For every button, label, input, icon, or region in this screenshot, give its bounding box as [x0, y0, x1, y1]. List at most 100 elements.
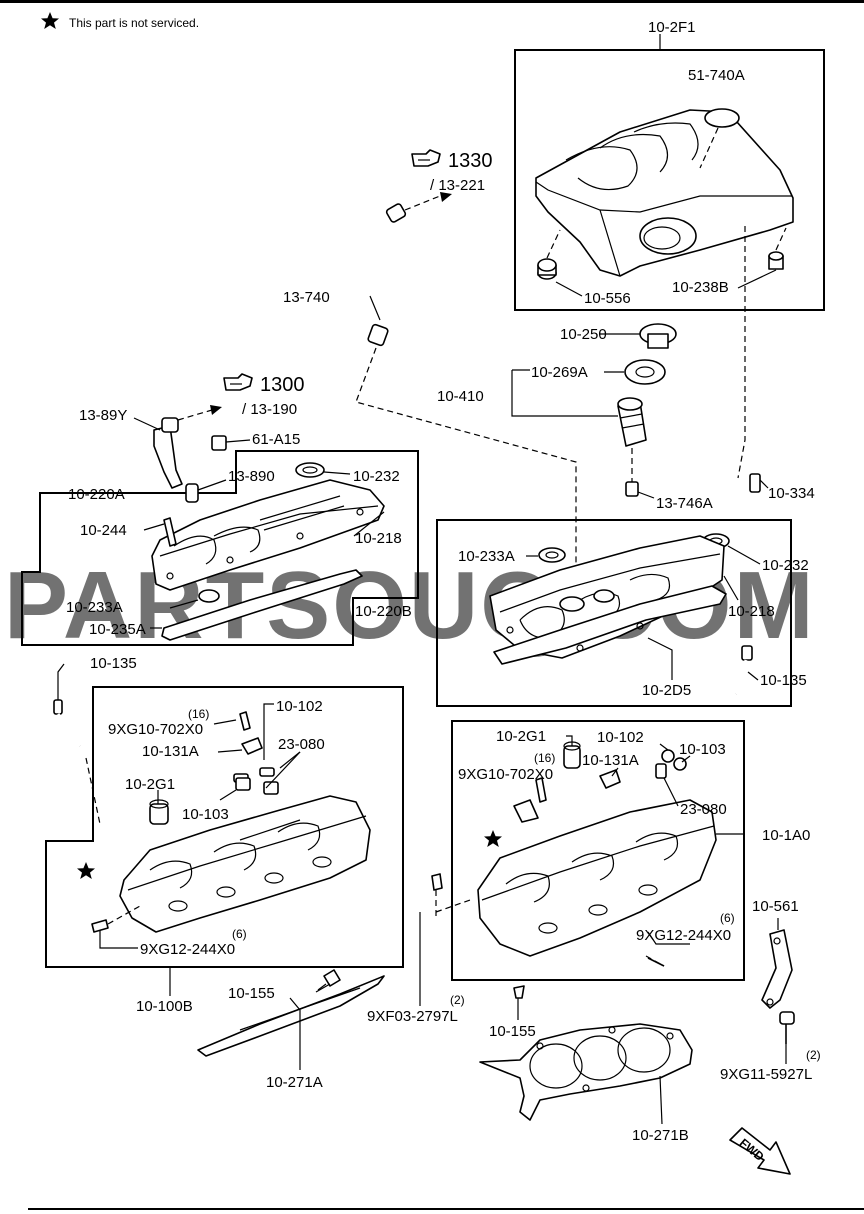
label-2-b: (2) — [806, 1048, 821, 1062]
label-10-2F1: 10-2F1 — [648, 19, 696, 36]
bolt-10-334 — [749, 473, 769, 493]
left-head-frame — [45, 686, 404, 968]
bolt-9XG11 — [779, 1011, 795, 1064]
label-10-561: 10-561 — [752, 898, 799, 915]
label-10-250: 10-250 — [560, 326, 607, 343]
label-61-A15: 61-A15 — [252, 431, 300, 448]
bolt-10-135-right — [734, 645, 759, 695]
label-6-right: (6) — [720, 911, 735, 925]
label-10-2G1-left: 10-2G1 — [125, 776, 175, 793]
hand-pointer-icon-1330 — [411, 149, 441, 167]
label-10-235A: 10-235A — [89, 621, 146, 638]
label-10-244: 10-244 — [80, 522, 127, 539]
hand-pointer-icon-1300 — [223, 373, 253, 391]
label-10-232-left: 10-232 — [353, 468, 400, 485]
gasket-10-233A-right — [526, 547, 566, 563]
bracket-10-561 — [761, 918, 793, 1009]
label-1300: 1300 — [260, 374, 305, 396]
label-10-155-left: 10-155 — [228, 985, 275, 1002]
label-10-155-right: 10-155 — [489, 1023, 536, 1040]
star-icon — [484, 830, 502, 847]
gasket-10-235A — [150, 569, 363, 641]
nut-61-A15 — [211, 435, 251, 451]
cover-badge — [704, 108, 740, 128]
right-head-frame — [451, 720, 745, 981]
label-13-890: 13-890 — [228, 468, 275, 485]
label-13-746A: 13-746A — [656, 495, 713, 512]
label-1330: 1330 — [448, 150, 493, 172]
label-10-131A-left: 10-131A — [142, 743, 199, 760]
label-10-135-left: 10-135 — [90, 655, 137, 672]
label-10-271A: 10-271A — [266, 1074, 323, 1091]
label-10-232-right: 10-232 — [762, 557, 809, 574]
label-9XF03: 9XF03-2797L — [367, 1008, 458, 1025]
label-10-218-left: 10-218 — [355, 530, 402, 547]
left-cover-frame — [21, 450, 419, 646]
label-10-220B: 10-220B — [355, 603, 412, 620]
label-10-334: 10-334 — [768, 485, 815, 502]
label-13-740: 13-740 — [283, 289, 330, 306]
engine-cover-frame — [514, 49, 825, 311]
bolt-9XF03 — [419, 873, 471, 1006]
cover-route-dash — [737, 226, 746, 479]
label-10-100B: 10-100B — [136, 998, 193, 1015]
label-9XG11: 9XG11-5927L — [720, 1066, 812, 1083]
label-23-080-right: 23-080 — [680, 801, 727, 818]
label-10-271B: 10-271B — [632, 1127, 689, 1144]
label-23-080-left: 23-080 — [278, 736, 325, 753]
gasket-10-2D5 — [493, 585, 727, 680]
plug-10-155-left — [317, 983, 327, 991]
label-13-89Y: 13-89Y — [79, 407, 127, 424]
cylinder-head-left — [119, 795, 371, 933]
label-10-238B: 10-238B — [672, 279, 729, 296]
label-13-221: / 13-221 — [430, 177, 485, 194]
star-icon — [77, 862, 95, 879]
label-16-left: (16) — [188, 707, 209, 721]
label-13-190: / 13-190 — [242, 401, 297, 418]
pcv-valve-13-890 — [185, 479, 227, 503]
fwd-arrow-icon: FWD — [729, 1127, 791, 1175]
pcv-hose — [367, 192, 465, 347]
bolt-10-135-left — [53, 663, 101, 825]
label-16-right: (16) — [534, 751, 555, 765]
head-small-parts-left — [91, 703, 301, 949]
bolt-10-244 — [143, 517, 177, 547]
label-10-556: 10-556 — [584, 290, 631, 307]
label-10-2D5: 10-2D5 — [642, 682, 691, 699]
label-10-218-right: 10-218 — [728, 603, 775, 620]
breather-13-746A — [625, 481, 655, 499]
grommet-10-238B — [768, 251, 784, 270]
label-6-left: (6) — [232, 927, 247, 941]
label-10-233A-right: 10-233A — [458, 548, 515, 565]
label-10-131A-right: 10-131A — [582, 752, 639, 769]
part-labels: 10-2F1 51-740A 10-556 10-238B 1330 / 13-… — [66, 19, 821, 1144]
pcv-valve-13-89Y — [133, 405, 222, 489]
label-2-a: (2) — [450, 993, 465, 1007]
not-serviced-legend: This part is not serviced. — [41, 12, 199, 30]
label-9XG12-right: 9XG12-244X0 — [636, 927, 731, 944]
label-9XG10-left: 9XG10-702X0 — [108, 721, 203, 738]
grommet-10-556 — [537, 258, 557, 280]
engine-cover — [535, 34, 794, 297]
label-10-1A0: 10-1A0 — [762, 827, 810, 844]
head-gasket-10-271A — [169, 968, 385, 1070]
legend-text: This part is not serviced. — [69, 16, 199, 30]
right-cover-frame — [436, 519, 792, 707]
label-10-2G1-right: 10-2G1 — [496, 728, 546, 745]
label-10-410: 10-410 — [437, 388, 484, 405]
label-9XG10-right: 9XG10-702X0 — [458, 766, 553, 783]
label-10-103-right: 10-103 — [679, 741, 726, 758]
star-icon — [41, 12, 59, 29]
gasket-10-232-left — [295, 462, 351, 478]
label-10-103-left: 10-103 — [182, 806, 229, 823]
oil-filler-assembly — [511, 323, 677, 482]
label-51-740A: 51-740A — [688, 67, 745, 84]
label-10-220A: 10-220A — [68, 486, 125, 503]
label-10-102-left: 10-102 — [276, 698, 323, 715]
hose-route-dash — [355, 347, 577, 600]
label-10-233A-left: 10-233A — [66, 599, 123, 616]
label-9XG12-left: 9XG12-244X0 — [140, 941, 235, 958]
label-10-102-right: 10-102 — [597, 729, 644, 746]
head-small-parts-right — [513, 735, 691, 967]
